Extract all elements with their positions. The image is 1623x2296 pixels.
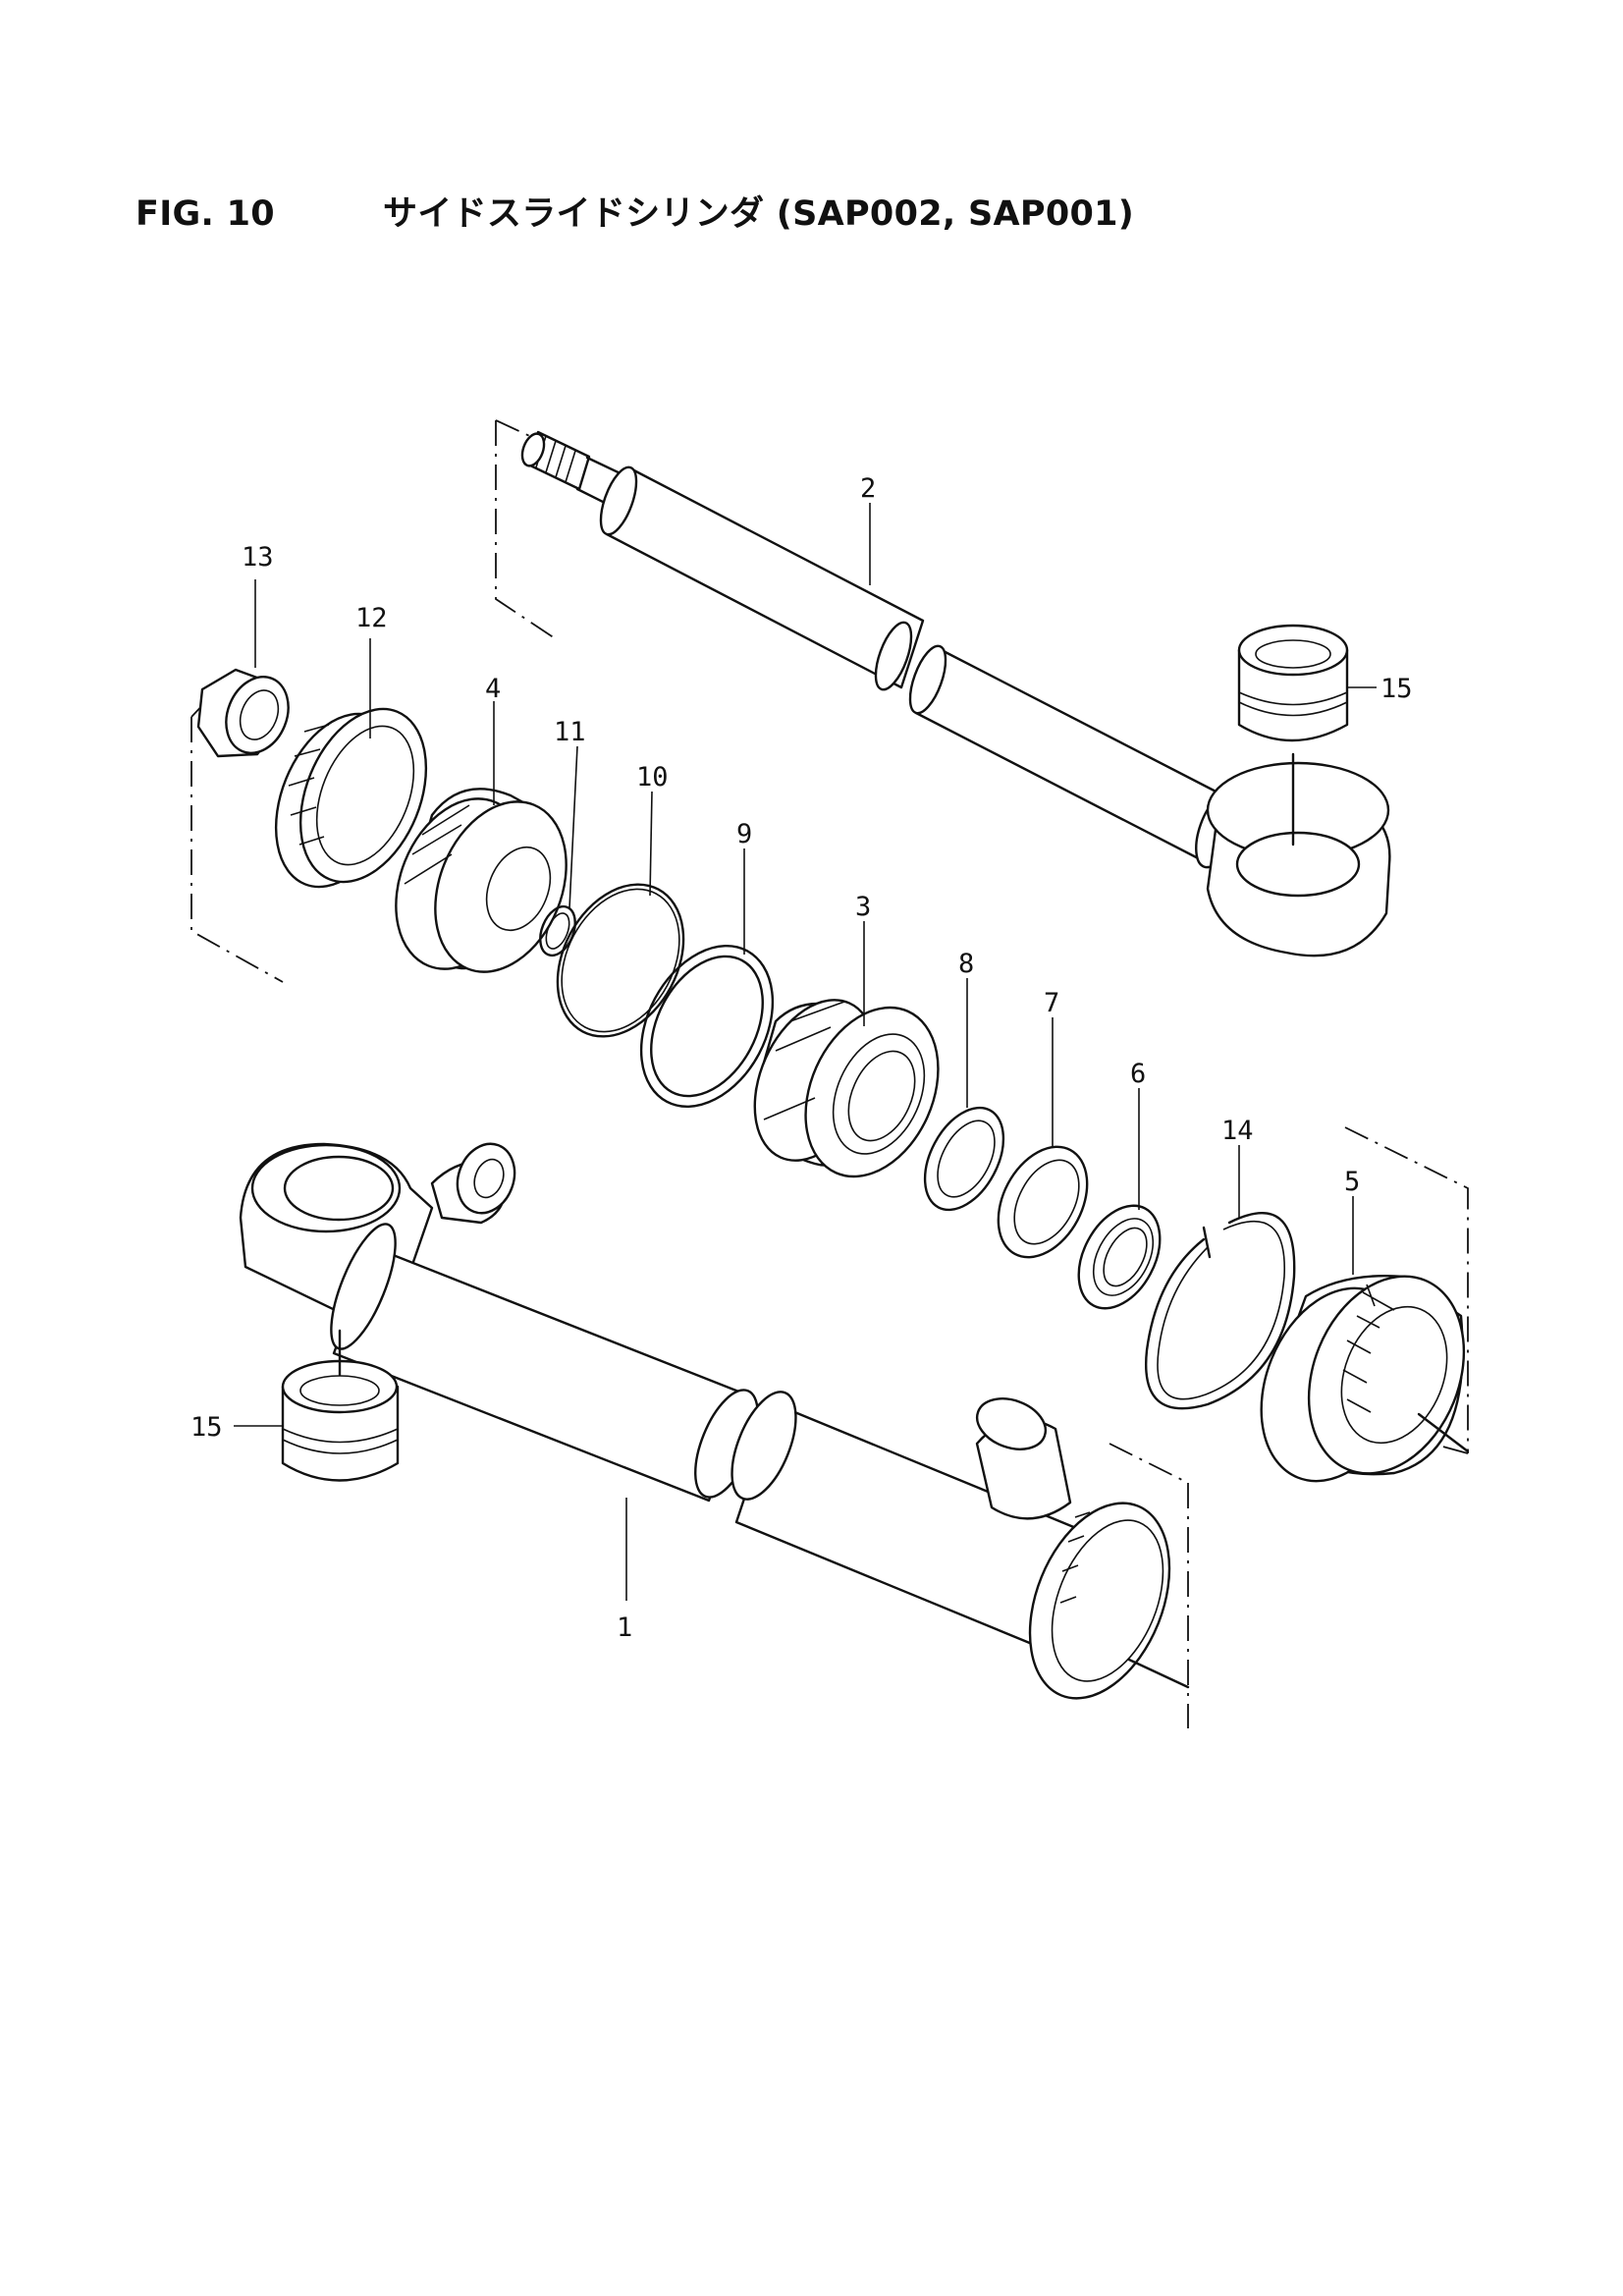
callout-10: 10 xyxy=(636,762,669,793)
callout-4: 4 xyxy=(485,674,501,704)
callout-7: 7 xyxy=(1044,988,1059,1018)
callout-5: 5 xyxy=(1344,1167,1360,1197)
callout-9: 9 xyxy=(736,819,752,849)
part-15-bushing-lower xyxy=(281,1329,400,1482)
callout-3: 3 xyxy=(855,892,871,922)
figure-number: FIG. 10 xyxy=(135,194,275,234)
leader-lines xyxy=(234,503,1377,1601)
part-13-nut xyxy=(190,668,290,983)
callout-15-lower: 15 xyxy=(190,1412,223,1443)
part-7-seal xyxy=(997,1145,1089,1259)
part-4-piston xyxy=(395,788,568,973)
part-14-snap-ring xyxy=(1145,1212,1296,1410)
part-9-backup-ring xyxy=(639,944,775,1109)
part-3-gland xyxy=(753,999,940,1178)
part-5-cap-nut xyxy=(1260,1126,1470,1483)
callout-15-upper: 15 xyxy=(1380,674,1413,704)
callout-6: 6 xyxy=(1130,1059,1146,1089)
part-15-bushing-upper xyxy=(1237,624,1349,847)
part-1-cylinder-tube xyxy=(239,1142,1190,1728)
part-12-wear-ring xyxy=(274,707,428,889)
callout-1: 1 xyxy=(617,1613,632,1643)
callout-12: 12 xyxy=(355,603,388,633)
part-6-dust-seal xyxy=(1077,1204,1162,1310)
callout-11: 11 xyxy=(554,717,586,747)
figure-title: サイドスライドシリンダ (SAP002, SAP001) xyxy=(383,194,1135,234)
callout-14: 14 xyxy=(1221,1116,1254,1146)
part-10-o-ring xyxy=(556,883,685,1038)
callout-2: 2 xyxy=(860,473,876,504)
callout-labels: 2 13 12 4 11 10 9 3 8 7 6 14 5 15 15 1 xyxy=(190,473,1413,1643)
callout-8: 8 xyxy=(958,949,974,979)
part-2-piston-rod xyxy=(495,419,1391,957)
part-8-seal xyxy=(923,1106,1005,1212)
callout-13: 13 xyxy=(242,542,274,573)
